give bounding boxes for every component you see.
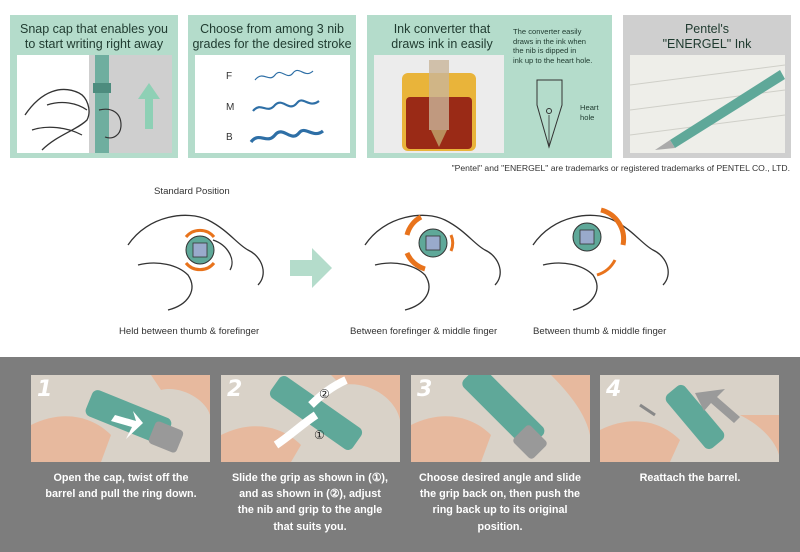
snap-cap-photo bbox=[17, 55, 172, 153]
feature-title: Ink converter that draws ink in easily bbox=[391, 22, 493, 51]
step-1-illustration bbox=[31, 375, 210, 462]
feature-title: Pentel's "ENERGEL" Ink bbox=[662, 22, 752, 51]
pen-on-paper-illustration bbox=[630, 64, 785, 150]
step-3-illustration bbox=[411, 375, 590, 462]
step-3-number: 3 bbox=[417, 377, 433, 402]
heart-hole-label: Heart hole bbox=[580, 103, 599, 122]
nib-diagram bbox=[527, 75, 572, 153]
feature-title: Choose from among 3 nib grades for the d… bbox=[192, 22, 352, 51]
arrow-up-icon bbox=[138, 83, 160, 129]
arrow-right-icon bbox=[290, 248, 332, 288]
step-2-number: 2 bbox=[227, 377, 243, 402]
grade-label-f: F bbox=[226, 71, 233, 82]
ink-bottle-photo bbox=[374, 55, 504, 153]
step-4-text: Reattach the barrel. bbox=[639, 472, 741, 484]
feature-panel-ink-converter: Ink converter that draws ink in easily T… bbox=[367, 15, 612, 158]
step-1-photo: 1 bbox=[31, 375, 210, 462]
converter-note: The converter easily draws in the ink wh… bbox=[513, 27, 593, 65]
step-4-photo: 4 bbox=[600, 375, 779, 462]
step-2-illustration bbox=[221, 375, 400, 462]
assembly-steps-section: 1 Open the cap, twist off the barrel and… bbox=[0, 357, 800, 552]
grade-label-m: M bbox=[226, 102, 235, 113]
position-label-thumb-forefinger: Held between thumb & forefinger bbox=[119, 326, 260, 337]
step-2-mark-2: ② bbox=[319, 387, 330, 401]
step-2-text: Slide the grip as shown in (①), and as s… bbox=[231, 472, 389, 533]
step-2-photo: 2 ① ② bbox=[221, 375, 400, 462]
nib-icon bbox=[536, 79, 563, 149]
step-2-mark-1: ① bbox=[314, 428, 325, 442]
hand-with-pen-illustration bbox=[24, 55, 172, 153]
feature-panel-nib-grades: Choose from among 3 nib grades for the d… bbox=[188, 15, 356, 158]
step-3-text: Choose desired angle and slide the grip … bbox=[419, 472, 581, 533]
position-label-thumb-middle: Between thumb & middle finger bbox=[533, 326, 667, 337]
stroke-samples bbox=[249, 69, 324, 144]
energel-pen-photo bbox=[630, 55, 785, 153]
step-4-number: 4 bbox=[606, 377, 622, 402]
hand-position-standard bbox=[127, 214, 264, 311]
standard-position-label: Standard Position bbox=[154, 186, 230, 197]
trademark-notice: "Pentel" and "ENERGEL" are trademarks or… bbox=[451, 163, 790, 173]
feature-title: Snap cap that enables you to start writi… bbox=[19, 22, 169, 51]
step-1-number: 1 bbox=[37, 377, 53, 402]
ink-bottle-illustration bbox=[402, 60, 476, 151]
hand-position-forefinger-middle bbox=[364, 214, 501, 311]
position-label-forefinger-middle: Between forefinger & middle finger bbox=[350, 326, 498, 337]
step-4-illustration bbox=[600, 384, 779, 462]
hand-position-thumb-middle bbox=[532, 207, 669, 311]
grade-label-b: B bbox=[226, 132, 233, 143]
feature-panel-energel-ink: Pentel's "ENERGEL" Ink bbox=[623, 15, 791, 158]
step-1-text: Open the cap, twist off the barrel and p… bbox=[45, 472, 197, 501]
feature-panel-snap-cap: Snap cap that enables you to start writi… bbox=[10, 15, 178, 158]
nib-grades-sample: F M B bbox=[195, 55, 350, 153]
step-3-photo: 3 bbox=[411, 375, 590, 462]
